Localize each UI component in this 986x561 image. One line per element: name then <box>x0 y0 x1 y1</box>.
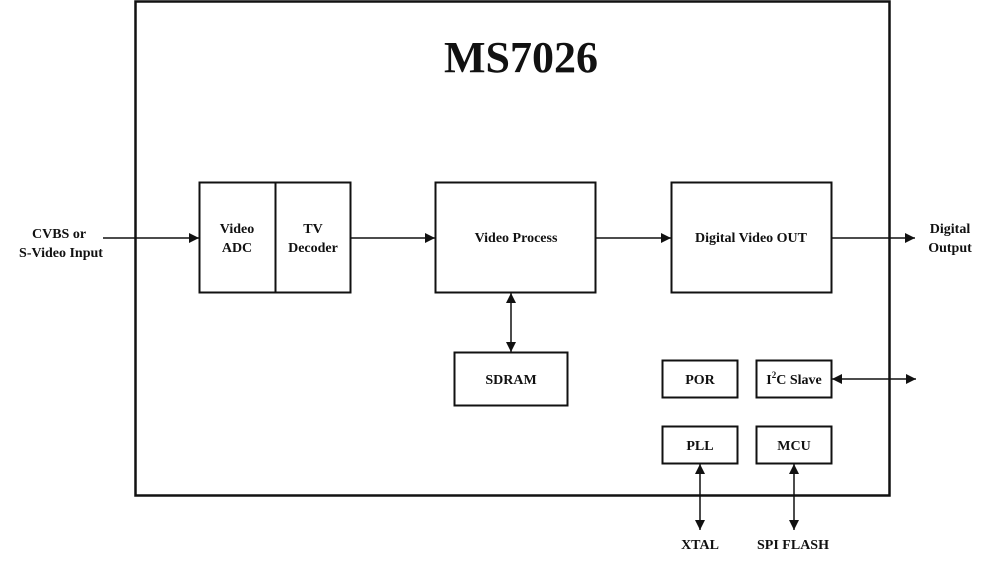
output-label-line2: Output <box>928 241 972 256</box>
chip-boundary <box>134 0 891 497</box>
spi-flash-label: SPI FLASH <box>757 538 829 553</box>
pll-label: PLL <box>686 439 713 454</box>
i2c-superscript: 2 <box>772 370 777 380</box>
video-adc-block <box>198 181 277 294</box>
video-process-block <box>434 181 597 294</box>
input-label-line1: CVBS or <box>32 227 86 242</box>
output-label-line1: Digital <box>930 222 971 237</box>
i2c-slave-label: I2C Slave <box>766 370 821 388</box>
digital-video-out-label: Digital Video OUT <box>695 231 808 246</box>
tv-decoder-label-line1: TV <box>303 222 322 237</box>
por-label: POR <box>685 373 715 388</box>
chip-title: MS7026 <box>444 33 598 82</box>
i2c-slave-block <box>755 359 833 399</box>
input-label-line2: S-Video Input <box>19 246 103 261</box>
mcu-block <box>755 425 833 465</box>
pll-block <box>661 425 739 465</box>
por-block <box>661 359 739 399</box>
i2c-prefix: I <box>766 373 771 388</box>
mcu-label: MCU <box>777 439 810 454</box>
sdram-block <box>453 351 569 407</box>
video-adc-label-line1: Video <box>220 222 254 237</box>
tv-decoder-label-line2: Decoder <box>288 241 338 256</box>
sdram-label: SDRAM <box>485 373 536 388</box>
tv-decoder-block <box>274 181 352 294</box>
digital-video-out-block <box>670 181 833 294</box>
xtal-label: XTAL <box>681 538 719 553</box>
video-adc-label-line2: ADC <box>222 241 252 256</box>
i2c-suffix: C Slave <box>776 373 822 388</box>
video-process-label: Video Process <box>475 231 558 246</box>
